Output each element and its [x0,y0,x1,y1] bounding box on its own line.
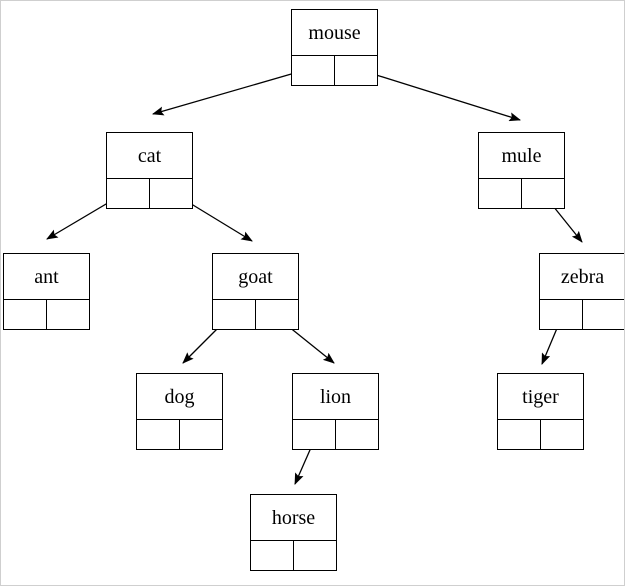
node-pointer-row-tiger [498,420,583,449]
node-pointer-row-cat [107,179,192,208]
left-pointer-cell-ant[interactable] [4,300,47,329]
node-pointer-row-lion [293,420,378,449]
tree-node-mouse[interactable]: mouse [291,9,378,86]
node-label-dog: dog [137,374,222,420]
node-label-goat: goat [213,254,298,300]
right-pointer-cell-mouse[interactable] [335,56,377,85]
node-label-horse: horse [251,495,336,541]
tree-node-mule[interactable]: mule [478,132,565,209]
left-pointer-cell-horse[interactable] [251,541,294,570]
left-pointer-cell-mule[interactable] [479,179,522,208]
node-pointer-row-horse [251,541,336,570]
node-pointer-row-mouse [292,56,377,85]
left-pointer-cell-dog[interactable] [137,420,180,449]
tree-node-cat[interactable]: cat [106,132,193,209]
node-pointer-row-dog [137,420,222,449]
left-pointer-cell-goat[interactable] [213,300,256,329]
right-pointer-cell-horse[interactable] [294,541,336,570]
tree-node-horse[interactable]: horse [250,494,337,571]
tree-node-dog[interactable]: dog [136,373,223,450]
right-pointer-cell-mule[interactable] [522,179,564,208]
node-pointer-row-zebra [540,300,624,329]
tree-node-lion[interactable]: lion [292,373,379,450]
edge-mouse-to-cat [152,67,313,116]
node-pointer-row-goat [213,300,298,329]
node-label-lion: lion [293,374,378,420]
edge-mouse-to-mule [353,67,521,122]
node-label-mule: mule [479,133,564,179]
right-pointer-cell-goat[interactable] [256,300,298,329]
node-label-zebra: zebra [540,254,624,300]
right-pointer-cell-ant[interactable] [47,300,89,329]
left-pointer-cell-lion[interactable] [293,420,336,449]
right-pointer-cell-tiger[interactable] [541,420,583,449]
left-pointer-cell-mouse[interactable] [292,56,335,85]
node-label-ant: ant [4,254,89,300]
tree-node-tiger[interactable]: tiger [497,373,584,450]
left-pointer-cell-zebra[interactable] [540,300,583,329]
right-pointer-cell-zebra[interactable] [583,300,624,329]
node-label-mouse: mouse [292,10,377,56]
left-pointer-cell-tiger[interactable] [498,420,541,449]
right-pointer-cell-cat[interactable] [150,179,192,208]
right-pointer-cell-lion[interactable] [336,420,378,449]
node-pointer-row-mule [479,179,564,208]
tree-node-goat[interactable]: goat [212,253,299,330]
right-pointer-cell-dog[interactable] [180,420,222,449]
left-pointer-cell-cat[interactable] [107,179,150,208]
tree-node-zebra[interactable]: zebra [539,253,624,330]
tree-node-ant[interactable]: ant [3,253,90,330]
node-pointer-row-ant [4,300,89,329]
node-label-cat: cat [107,133,192,179]
node-label-tiger: tiger [498,374,583,420]
